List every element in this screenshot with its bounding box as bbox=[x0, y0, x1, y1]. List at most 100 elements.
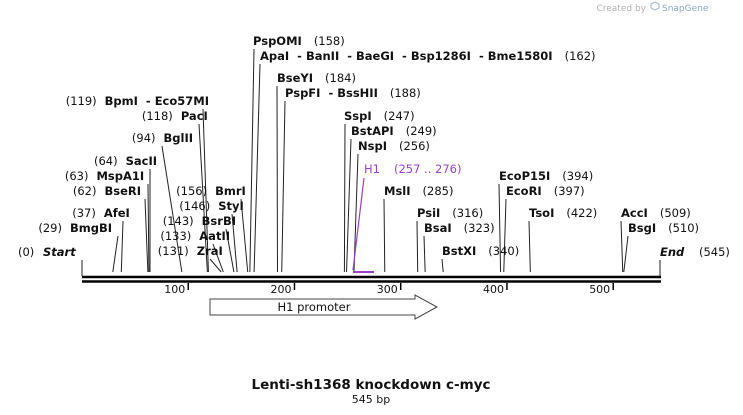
site-label: (143)BsrBI bbox=[163, 214, 236, 228]
site-pointer bbox=[528, 220, 531, 273]
site-position: (188) bbox=[390, 86, 421, 100]
site-pointer bbox=[240, 198, 249, 273]
site-enzyme: BsaI bbox=[424, 221, 452, 235]
site-label: (94)BglII bbox=[132, 131, 193, 145]
site-label: (133) AatII bbox=[160, 229, 230, 243]
tick-label: 500 bbox=[589, 283, 610, 296]
site-label: TsoI(422) bbox=[529, 206, 597, 220]
site-enzyme: AatII bbox=[199, 229, 230, 243]
site-position: (323) bbox=[464, 221, 495, 235]
site-enzyme: EcoRI bbox=[506, 184, 542, 198]
site-label: PspFI - BssHII (188) bbox=[285, 86, 421, 100]
site-label: BstAPI (249) bbox=[351, 124, 437, 138]
site-position: (146) bbox=[179, 199, 210, 213]
site-label: (63)MspA1I bbox=[65, 169, 144, 183]
start-label: (0) Start bbox=[18, 245, 76, 259]
site-position: (249) bbox=[406, 124, 437, 138]
site-pointer bbox=[441, 258, 444, 273]
site-enzyme: PacI bbox=[181, 109, 208, 123]
site-enzyme: TsoI bbox=[529, 206, 554, 220]
dna-backbone bbox=[82, 275, 661, 283]
site-enzyme: MspA1I bbox=[96, 169, 144, 183]
site-pointer bbox=[161, 145, 183, 273]
site-pointer bbox=[249, 48, 255, 273]
site-label: PsiI (316) bbox=[417, 206, 483, 220]
site-enzyme: AfeI bbox=[104, 206, 130, 220]
site-position: (158) bbox=[314, 34, 345, 48]
site-position: (131) bbox=[158, 244, 189, 258]
site-enzyme: BpmI - Eco57MI bbox=[105, 94, 209, 108]
site-label: (156)BmrI bbox=[176, 184, 246, 198]
site-label: NspI (256) bbox=[358, 139, 430, 153]
site-position: (397) bbox=[554, 184, 585, 198]
site-position: (316) bbox=[452, 206, 483, 220]
site-position: (510) bbox=[668, 221, 699, 235]
site-label: BstXI (340) bbox=[442, 244, 519, 258]
site-position: (118) bbox=[142, 109, 173, 123]
h1-promoter-feature bbox=[209, 294, 439, 320]
site-pointer bbox=[383, 198, 386, 273]
site-label: PspOMI(158) bbox=[253, 34, 345, 48]
site-position: (64) bbox=[94, 154, 118, 168]
site-position: (256) bbox=[399, 139, 430, 153]
site-label: BseYI(184) bbox=[277, 71, 356, 85]
site-label: (131) ZraI bbox=[158, 244, 223, 258]
site-pointer bbox=[620, 220, 624, 273]
site-enzyme: BstXI bbox=[442, 244, 476, 258]
site-pointer bbox=[416, 220, 419, 273]
site-label: (119) BpmI - Eco57MI bbox=[66, 94, 209, 108]
site-enzyme: BseRI bbox=[104, 184, 141, 198]
site-pointer bbox=[231, 213, 238, 273]
site-enzyme: SspI bbox=[344, 109, 372, 123]
site-position: (509) bbox=[660, 206, 691, 220]
site-pointer bbox=[147, 183, 150, 273]
ruler-ticks: 100 200 300 400 500 bbox=[164, 283, 614, 296]
site-position: (133) bbox=[160, 229, 191, 243]
site-enzyme: BsgI bbox=[628, 221, 656, 235]
svg-text:(0): (0) bbox=[18, 245, 34, 259]
site-enzyme: ApaI - BanII - BaeGI - Bsp1286I - Bme158… bbox=[260, 49, 553, 63]
site-enzyme: BstAPI bbox=[351, 124, 394, 138]
site-enzyme: SacII bbox=[126, 154, 157, 168]
site-label: MslI(285) bbox=[384, 184, 453, 198]
site-enzyme: StyI bbox=[218, 199, 244, 213]
site-pointer bbox=[423, 235, 426, 273]
site-pointer bbox=[120, 220, 124, 273]
site-pointer bbox=[209, 258, 222, 273]
site-label: BsgI (510) bbox=[628, 221, 699, 235]
site-position: (285) bbox=[423, 184, 454, 198]
tick-label: 200 bbox=[270, 283, 291, 296]
site-position: (29) bbox=[38, 221, 62, 235]
site-label: AccI(509) bbox=[621, 206, 691, 220]
site-pointer bbox=[202, 108, 209, 273]
site-label: (146) StyI bbox=[179, 199, 243, 213]
h1-feature bbox=[352, 177, 374, 273]
site-position: (62) bbox=[73, 184, 97, 198]
feature-label-h1: H1(257 .. 276) bbox=[364, 162, 461, 176]
site-pointer bbox=[225, 228, 235, 273]
restriction-sites: (29)BmgBI(37) AfeI (62) BseRI(63)MspA1I(64)… bbox=[38, 34, 699, 258]
site-label: (118) PacI bbox=[142, 109, 208, 123]
site-pointer bbox=[623, 235, 629, 273]
site-pointer bbox=[281, 100, 286, 273]
site-position: (340) bbox=[488, 244, 519, 258]
tick-label: 300 bbox=[377, 283, 398, 296]
site-position: (119) bbox=[66, 94, 97, 108]
tick-label: 100 bbox=[164, 283, 185, 296]
tick-label: 400 bbox=[483, 283, 504, 296]
site-label: SspI(247) bbox=[344, 109, 415, 123]
site-label: EcoP15I(394) bbox=[499, 169, 593, 183]
site-enzyme: NspI bbox=[358, 139, 387, 153]
site-label: EcoRI (397) bbox=[506, 184, 585, 198]
site-enzyme: BseYI bbox=[277, 71, 313, 85]
site-enzyme: PsiI bbox=[417, 206, 440, 220]
site-enzyme: ZraI bbox=[197, 244, 223, 258]
site-label: (62) BseRI bbox=[73, 184, 141, 198]
site-position: (394) bbox=[562, 169, 593, 183]
site-position: (37) bbox=[72, 206, 96, 220]
site-pointer bbox=[346, 138, 352, 273]
credit-prefix: Created by bbox=[596, 4, 646, 14]
site-enzyme: PspFI - BssHII bbox=[285, 86, 378, 100]
site-label: (29)BmgBI bbox=[38, 221, 112, 235]
